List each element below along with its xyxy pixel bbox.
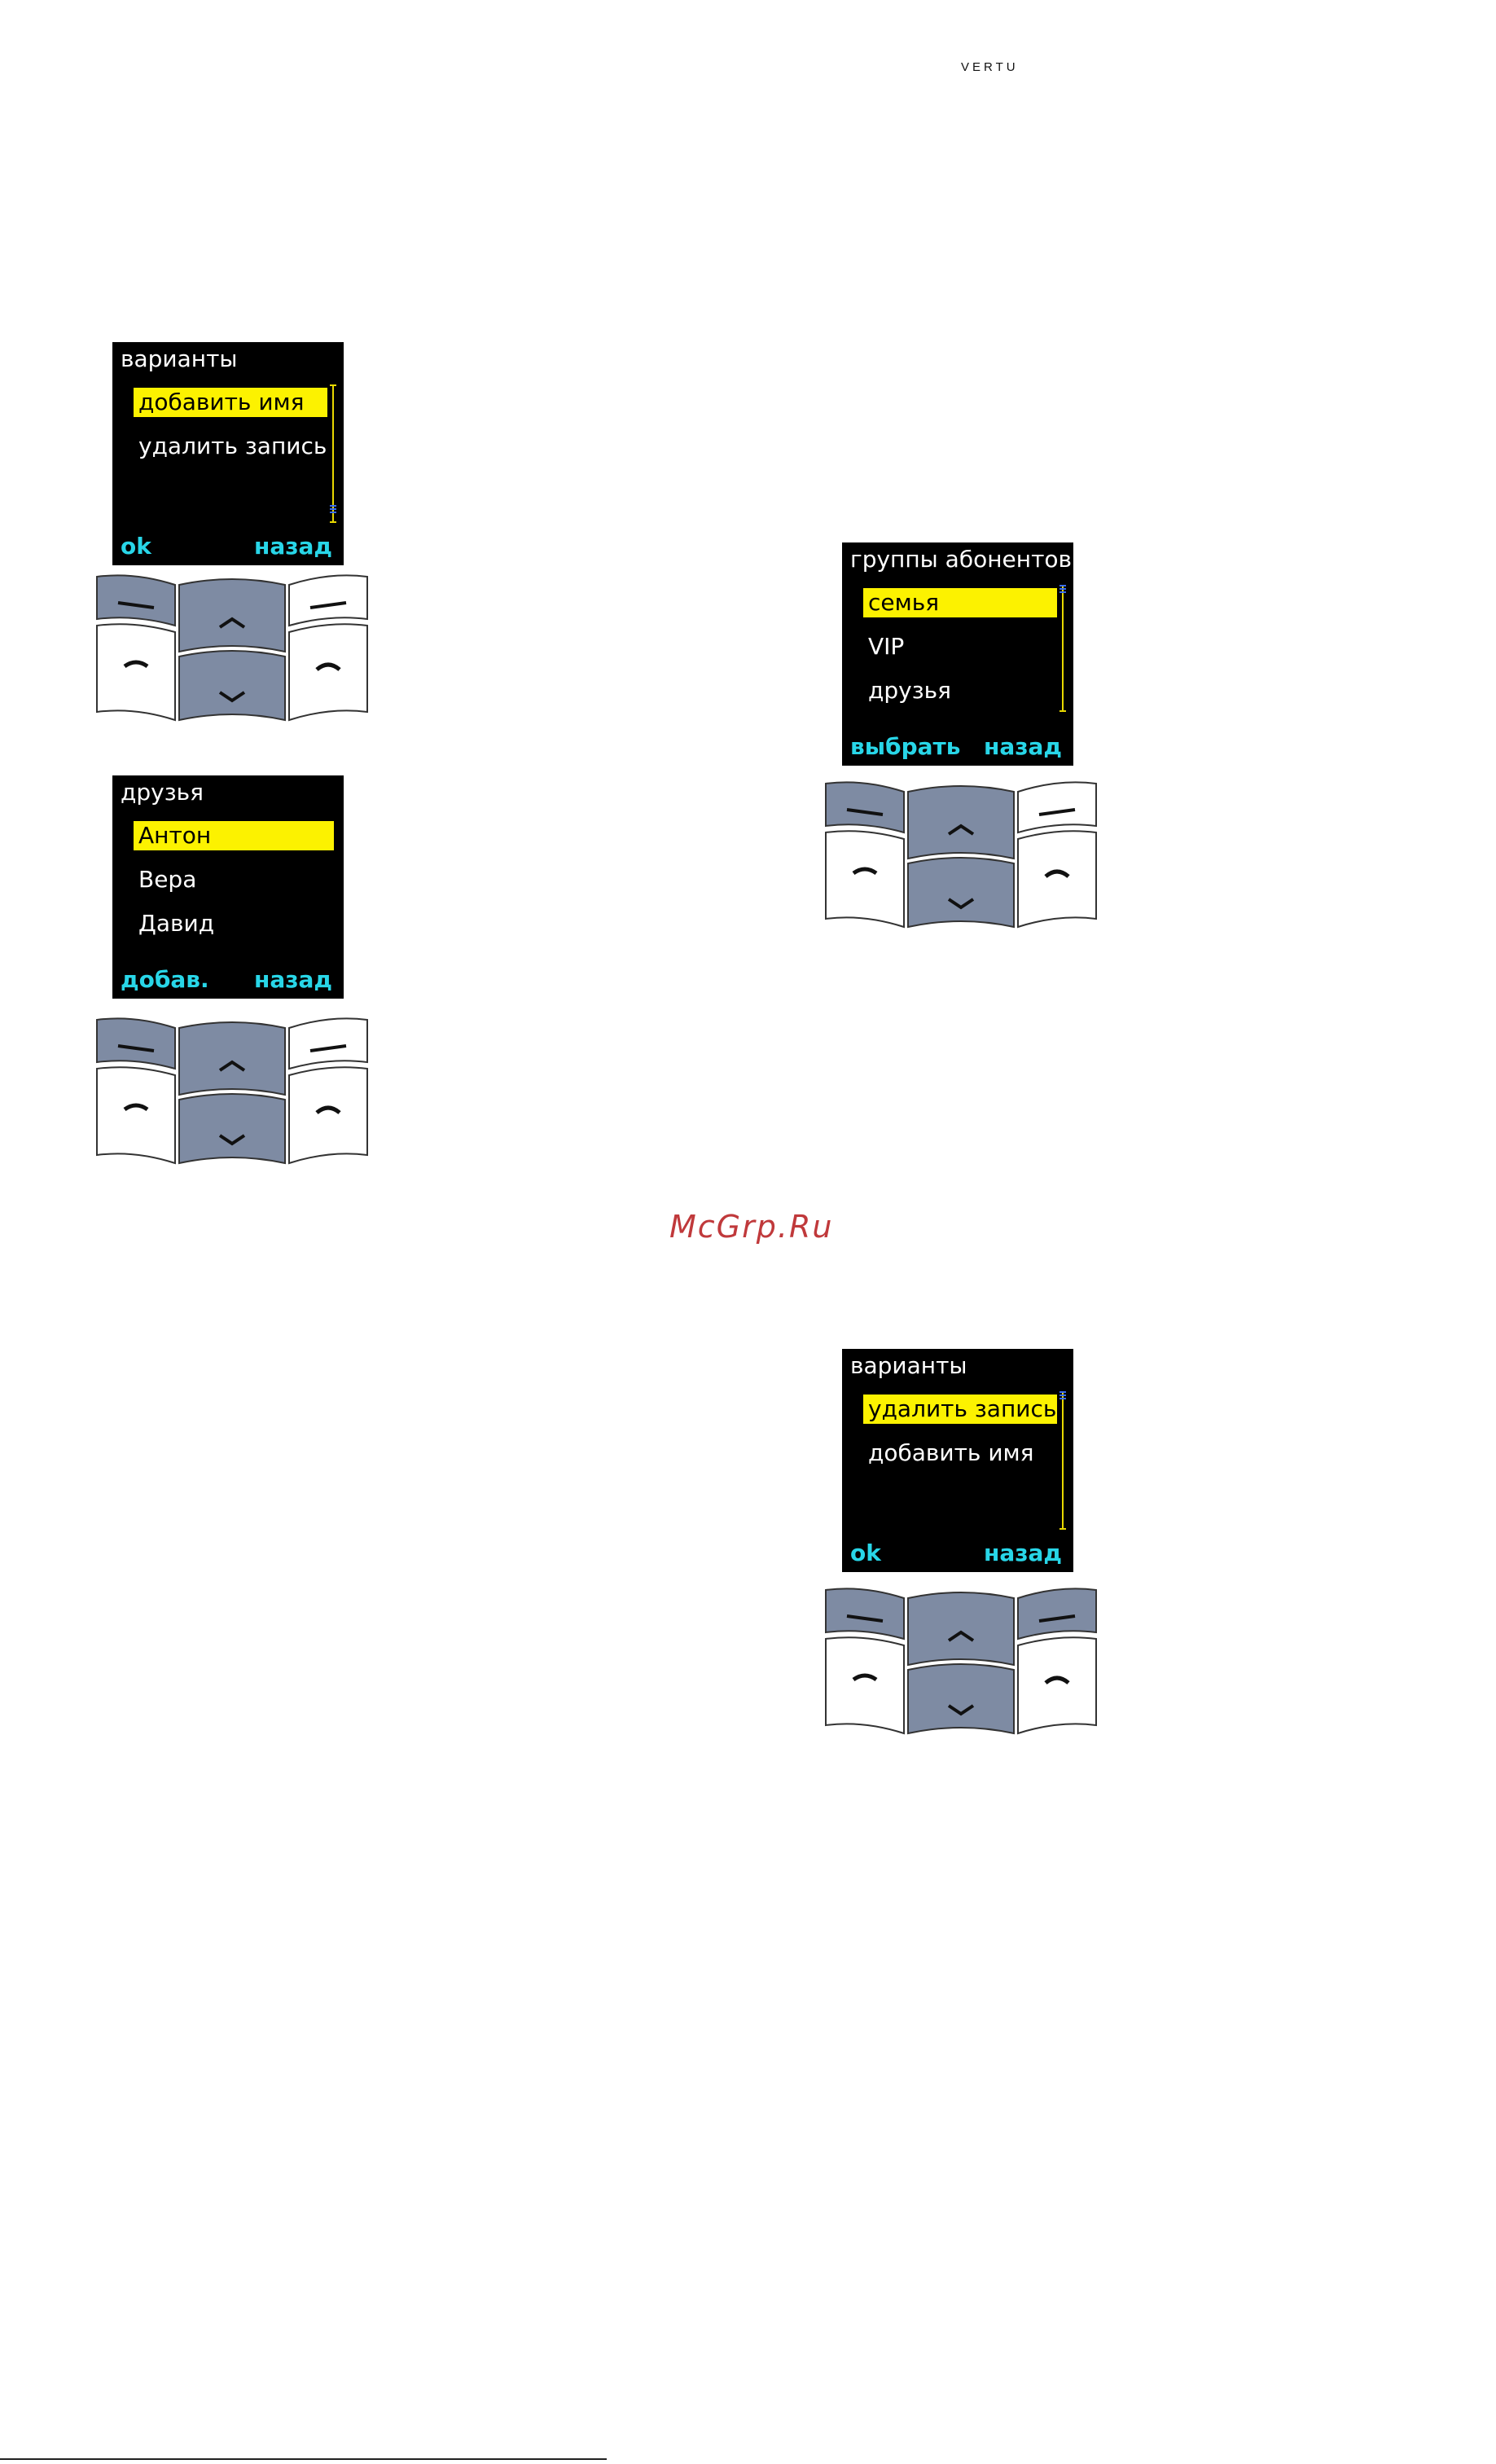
call-key[interactable] (97, 624, 175, 720)
screen-title: варианты (121, 344, 238, 375)
menu-item-delete-entry[interactable]: удалить запись (134, 432, 327, 461)
nav-down-key[interactable] (908, 1664, 1014, 1733)
left-softkey-label[interactable]: ok (121, 533, 151, 560)
nav-down-key[interactable] (908, 858, 1014, 927)
call-key[interactable] (826, 831, 904, 927)
scrollbar (1062, 585, 1064, 712)
nav-up-key[interactable] (179, 1022, 285, 1095)
right-softkey-label[interactable]: назад (254, 966, 332, 994)
menu-item-add-name[interactable]: добавить имя (863, 1438, 1034, 1468)
right-softkey[interactable] (1018, 782, 1096, 832)
keypad-3 (94, 1013, 371, 1168)
left-softkey-label[interactable]: добав. (121, 966, 209, 994)
menu-item-family[interactable]: семья (863, 588, 1057, 617)
nav-down-key[interactable] (179, 651, 285, 720)
end-key[interactable] (1018, 1637, 1096, 1733)
keypad-2 (823, 777, 1099, 932)
right-softkey[interactable] (289, 1018, 367, 1069)
menu-item-vip[interactable]: VIP (863, 632, 904, 661)
phone-screen-friends: друзья Антон Вера Давид добав. назад (112, 775, 344, 999)
nav-up-key[interactable] (908, 786, 1014, 859)
watermark: McGrp.Ru (669, 1209, 833, 1245)
right-softkey-label[interactable]: назад (254, 533, 332, 560)
contact-item-anton[interactable]: Антон (134, 821, 334, 850)
right-softkey-label[interactable]: назад (984, 1539, 1062, 1567)
end-key[interactable] (289, 624, 367, 720)
left-softkey[interactable] (826, 1588, 904, 1639)
nav-up-key[interactable] (908, 1592, 1014, 1665)
left-softkey-label[interactable]: ok (850, 1539, 881, 1567)
left-softkey-label[interactable]: выбрать (850, 733, 960, 761)
brand-logo: VERTU (961, 60, 1019, 74)
scrollbar-thumb (330, 505, 336, 513)
screen-title: друзья (121, 777, 204, 808)
phone-screen-options-1: варианты добавить имя удалить запись ok … (112, 342, 344, 565)
end-key[interactable] (1018, 831, 1096, 927)
phone-screen-options-2: варианты удалить запись добавить имя ok … (842, 1349, 1073, 1572)
screen-title: варианты (850, 1351, 967, 1381)
right-softkey-label[interactable]: назад (984, 733, 1062, 761)
scrollbar-thumb (1059, 1391, 1066, 1399)
right-softkey[interactable] (1018, 1588, 1096, 1639)
scrollbar (332, 384, 334, 523)
end-key[interactable] (289, 1067, 367, 1163)
keypad-1 (94, 570, 371, 725)
contact-item-david[interactable]: Давид (134, 909, 214, 938)
call-key[interactable] (826, 1637, 904, 1733)
footer-rule (0, 2458, 607, 2460)
phone-screen-contact-groups: группы абонентов семья VIP друзья выбрат… (842, 542, 1073, 766)
scrollbar-thumb (1059, 585, 1066, 593)
contact-item-vera[interactable]: Вера (134, 865, 196, 894)
left-softkey[interactable] (97, 1018, 175, 1069)
menu-item-delete-entry[interactable]: удалить запись (863, 1395, 1057, 1424)
call-key[interactable] (97, 1067, 175, 1163)
nav-up-key[interactable] (179, 579, 285, 652)
keypad-4 (823, 1583, 1099, 1738)
nav-down-key[interactable] (179, 1094, 285, 1163)
menu-item-add-name[interactable]: добавить имя (134, 388, 327, 417)
left-softkey[interactable] (826, 782, 904, 832)
screen-title: группы абонентов (850, 544, 1072, 575)
scrollbar (1062, 1391, 1064, 1530)
menu-item-friends[interactable]: друзья (863, 676, 951, 705)
right-softkey[interactable] (289, 575, 367, 626)
left-softkey[interactable] (97, 575, 175, 626)
